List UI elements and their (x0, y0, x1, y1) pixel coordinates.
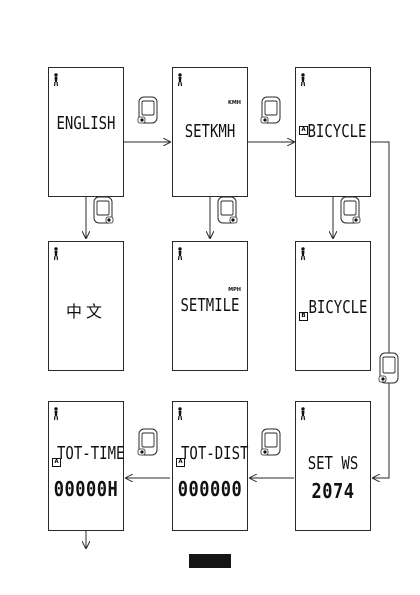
bike-computer-icon (378, 352, 400, 386)
unit-mph-label: MPH (228, 287, 241, 293)
bike-computer-icon (216, 196, 238, 226)
screen-bicycle-a: A BICYCLE (295, 67, 371, 197)
screen-setmile-text: SETMILE (173, 296, 247, 316)
screen-english: ENGLISH (48, 67, 124, 197)
cyclist-icon (52, 407, 60, 421)
bike-computer-icon (137, 428, 159, 458)
screen-setws-value: 2074 (296, 480, 370, 504)
screen-tottime-label: TOT-TIME (57, 444, 123, 464)
screen-bicycle-b-text: BICYCLE (306, 298, 370, 318)
bike-computer-icon (260, 96, 282, 126)
cyclist-icon (299, 407, 307, 421)
screen-setws: SET WS 2074 (295, 401, 371, 531)
bike-computer-icon (92, 196, 114, 226)
screen-tottime-value: 00000H (49, 478, 123, 502)
cyclist-icon (176, 73, 184, 87)
screen-totdist-value: 000000 (173, 478, 247, 502)
screen-totdist: A TOT-DIST 000000 (172, 401, 248, 531)
screen-chinese-text: 中文 (49, 298, 123, 322)
screen-setmile: MPH SETMILE (172, 241, 248, 371)
arrow-bicycle-to-setws (371, 142, 389, 478)
screen-setkmh: KMH SETKMH (172, 67, 248, 197)
bike-computer-icon (260, 428, 282, 458)
screen-bicycle-a-text: BICYCLE (304, 122, 370, 142)
cyclist-icon (299, 73, 307, 87)
cyclist-icon (176, 407, 184, 421)
cyclist-icon (299, 247, 307, 261)
screen-setws-label: SET WS (296, 454, 370, 474)
screen-chinese: 中文 (48, 241, 124, 371)
screen-bicycle-b: B BICYCLE (295, 241, 371, 371)
bike-computer-icon (339, 196, 361, 226)
unit-kmh-label: KMH (228, 100, 241, 106)
page-marker-bar (189, 554, 231, 568)
cyclist-icon (52, 73, 60, 87)
cyclist-icon (176, 247, 184, 261)
screen-setkmh-text: SETKMH (173, 122, 247, 142)
screen-tottime: A TOT-TIME 00000H (48, 401, 124, 531)
bike-computer-icon (137, 96, 159, 126)
cyclist-icon (52, 247, 60, 261)
screen-totdist-label: TOT-DIST (181, 444, 247, 464)
screen-english-text: ENGLISH (49, 114, 123, 134)
